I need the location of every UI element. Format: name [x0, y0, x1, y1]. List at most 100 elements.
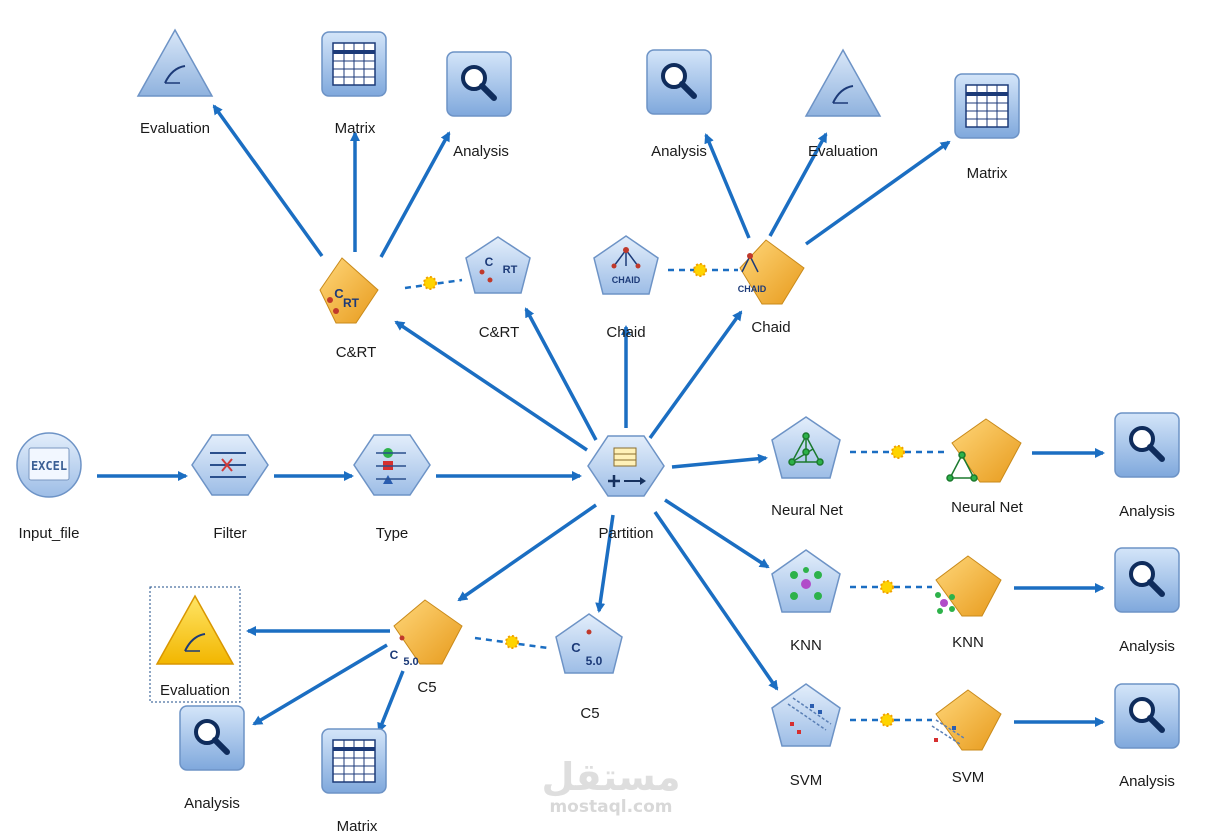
analysis-icon — [194, 719, 230, 755]
node-svm-nugget[interactable]: SVM — [931, 689, 1002, 786]
analysis-icon — [1129, 561, 1165, 597]
node-label: Analysis — [1119, 773, 1175, 790]
node-c5-nugget[interactable]: C 5.0 C5 — [390, 599, 463, 696]
node-label: Filter — [213, 525, 246, 542]
neural-net-nugget-icon — [946, 451, 978, 482]
model-link-sun-icon — [505, 635, 519, 649]
node-label: Chaid — [751, 319, 790, 336]
node-label: Analysis — [1119, 503, 1175, 520]
node-nn-analysis[interactable]: Analysis — [1114, 412, 1180, 520]
model-links — [404, 263, 945, 727]
node-svm-builder[interactable]: SVM — [771, 683, 841, 789]
node-cart-analysis[interactable]: Analysis — [446, 51, 512, 160]
selection-box — [149, 586, 241, 703]
model-link-sun-icon — [693, 263, 707, 277]
link-chaid-analysis — [704, 133, 751, 239]
chaid-model-builder-icon: CHAID — [611, 247, 641, 285]
node-nn-nugget[interactable]: Neural Net — [946, 418, 1024, 516]
node-chaid-matrix[interactable]: Matrix — [954, 73, 1020, 182]
node-c5-eval-selected[interactable]: Evaluation — [149, 586, 241, 703]
watermark-arabic: مستقل — [542, 755, 681, 799]
link-partition-c5 — [457, 503, 597, 602]
node-label: Neural Net — [771, 502, 844, 519]
node-chaid-nugget[interactable]: CHAID Chaid — [738, 239, 805, 336]
evaluation-icon — [184, 633, 206, 652]
node-label: Analysis — [184, 795, 240, 812]
node-label: Analysis — [1119, 638, 1175, 655]
node-chaid-analysis[interactable]: Analysis — [646, 49, 712, 160]
link-chaid-eval — [768, 132, 828, 237]
model-link-sun-icon — [891, 445, 905, 459]
cart-model-nugget-icon: C RT — [327, 286, 360, 314]
node-label: Matrix — [337, 818, 378, 835]
node-nn-builder[interactable]: Neural Net — [771, 416, 844, 519]
node-filter[interactable]: Filter — [191, 434, 269, 542]
c5-builder-icon: C 5.0 — [571, 629, 603, 668]
svg-text:CHAID: CHAID — [738, 284, 767, 294]
matrix-icon — [332, 42, 376, 86]
node-label: C&RT — [336, 344, 377, 361]
node-label: Evaluation — [140, 120, 210, 137]
link-cart-analysis — [379, 131, 451, 258]
node-input-file[interactable]: EXCEL Input_file — [16, 432, 82, 542]
chaid-model-nugget-icon: CHAID — [738, 253, 767, 294]
c5-nugget-icon: C 5.0 — [390, 635, 419, 668]
node-cart-matrix[interactable]: Matrix — [321, 31, 387, 137]
svg-text:C: C — [390, 648, 399, 662]
analysis-icon — [1129, 697, 1165, 733]
node-chaid-builder[interactable]: CHAID Chaid — [593, 235, 659, 341]
matrix-icon — [965, 84, 1009, 128]
svg-text:RT: RT — [503, 264, 518, 276]
link-partition-c5builder — [595, 514, 615, 613]
model-link-sun-icon — [880, 580, 894, 594]
node-c5-matrix[interactable]: Matrix — [321, 728, 387, 835]
watermark-latin: mostaql.com — [549, 797, 672, 817]
node-svm-analysis[interactable]: Analysis — [1114, 683, 1180, 790]
node-label: Analysis — [651, 143, 707, 160]
node-cart-nugget[interactable]: C RT C&RT — [319, 257, 379, 361]
svg-text:5.0: 5.0 — [586, 654, 603, 668]
node-chaid-eval[interactable]: Evaluation — [804, 48, 882, 160]
knn-nugget-icon — [935, 592, 955, 614]
link-partition-svm — [653, 511, 779, 691]
node-label: Evaluation — [160, 682, 230, 699]
node-label: Partition — [598, 525, 653, 542]
svg-text:5.0: 5.0 — [403, 656, 418, 668]
node-cart-builder[interactable]: C RT C&RT — [465, 236, 531, 341]
node-c5-analysis[interactable]: Analysis — [179, 705, 245, 812]
link-partition-knn — [664, 498, 770, 569]
node-partition[interactable]: Partition — [587, 435, 665, 542]
partition-icon — [608, 447, 646, 487]
node-label: C5 — [417, 679, 436, 696]
node-label: Type — [376, 525, 409, 542]
model-link-c5 — [474, 635, 549, 650]
node-knn-builder[interactable]: KNN — [771, 549, 841, 654]
excel-badge: EXCEL — [31, 459, 67, 473]
link-cart-eval — [212, 104, 324, 258]
node-label: Evaluation — [808, 143, 878, 160]
svg-text:CHAID: CHAID — [612, 275, 641, 285]
filter-icon — [210, 452, 246, 478]
node-knn-analysis[interactable]: Analysis — [1114, 547, 1180, 655]
evaluation-icon — [832, 85, 854, 104]
node-c5-builder[interactable]: C 5.0 C5 — [555, 613, 623, 722]
node-type[interactable]: Type — [353, 434, 431, 542]
model-link-chaid — [668, 263, 738, 277]
model-link-sun-icon — [880, 713, 894, 727]
matrix-icon — [332, 739, 376, 783]
analysis-icon — [1129, 426, 1165, 462]
node-label: Matrix — [335, 120, 376, 137]
link-partition-chaid — [648, 310, 743, 440]
analysis-icon — [661, 63, 697, 99]
node-knn-nugget[interactable]: KNN — [935, 555, 1002, 651]
node-label: KNN — [790, 637, 822, 654]
model-link-sun-icon — [423, 276, 437, 290]
link-chaid-matrix — [804, 140, 951, 246]
svg-text:C: C — [334, 286, 344, 301]
node-cart-eval[interactable]: Evaluation — [136, 28, 214, 137]
knn-builder-icon — [790, 567, 822, 600]
node-label: Analysis — [453, 143, 509, 160]
excel-source-icon — [28, 447, 70, 481]
link-c5-analysis — [252, 643, 388, 726]
